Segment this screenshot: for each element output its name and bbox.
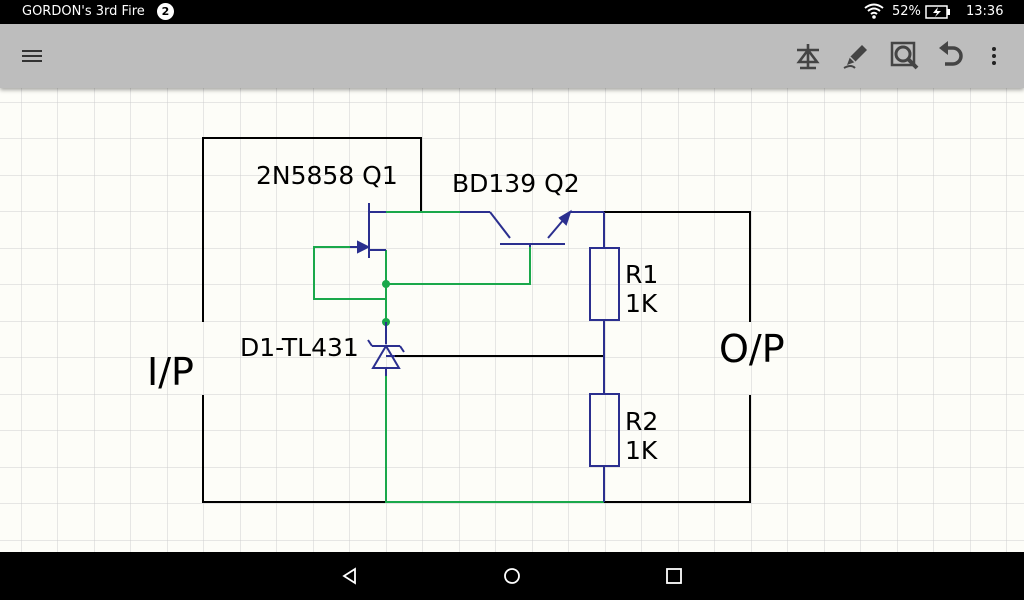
input-label: I/P xyxy=(147,350,194,394)
app-toolbar xyxy=(0,24,1024,88)
notification-badge: 2 xyxy=(157,3,174,20)
battery-percent: 52% xyxy=(892,4,921,19)
schematic-canvas[interactable]: 2N5858 Q1 BD139 Q2 D1-TL431 R1 1K R2 1K … xyxy=(0,88,1024,552)
q2-label: BD139 Q2 xyxy=(452,169,580,198)
overflow-menu-icon[interactable] xyxy=(974,24,1014,88)
green-wires xyxy=(313,211,604,503)
r1-value-label: 1K xyxy=(625,289,658,318)
d1-label: D1-TL431 xyxy=(240,333,359,362)
hamburger-menu-icon[interactable] xyxy=(12,24,52,88)
device-name: GORDON's 3rd Fire xyxy=(22,4,145,19)
edit-pen-icon[interactable] xyxy=(836,24,876,88)
q1-label: 2N5858 Q1 xyxy=(256,161,398,190)
clock: 13:36 xyxy=(966,4,1004,19)
navigation-bar xyxy=(0,552,1024,600)
grid-background xyxy=(0,88,1024,552)
back-icon[interactable] xyxy=(330,562,370,590)
output-label: O/P xyxy=(719,327,785,371)
r2-value-label: 1K xyxy=(625,436,658,465)
undo-icon[interactable] xyxy=(931,24,971,88)
battery-charging-icon xyxy=(925,5,951,23)
black-wires xyxy=(202,137,751,503)
component-icon[interactable] xyxy=(788,24,828,88)
wifi-icon xyxy=(864,3,884,23)
r1-name-label: R1 xyxy=(625,260,658,289)
recents-icon[interactable] xyxy=(654,562,694,590)
status-bar: GORDON's 3rd Fire 2 52% 13:36 xyxy=(0,0,1024,24)
r2-name-label: R2 xyxy=(625,407,658,436)
d1-tl431-symbol xyxy=(367,322,405,376)
q1-jfet-symbol xyxy=(350,203,386,258)
resistors xyxy=(589,212,620,502)
home-icon[interactable] xyxy=(492,562,532,590)
zoom-icon[interactable] xyxy=(885,24,925,88)
q2-npn-symbol xyxy=(460,209,604,247)
